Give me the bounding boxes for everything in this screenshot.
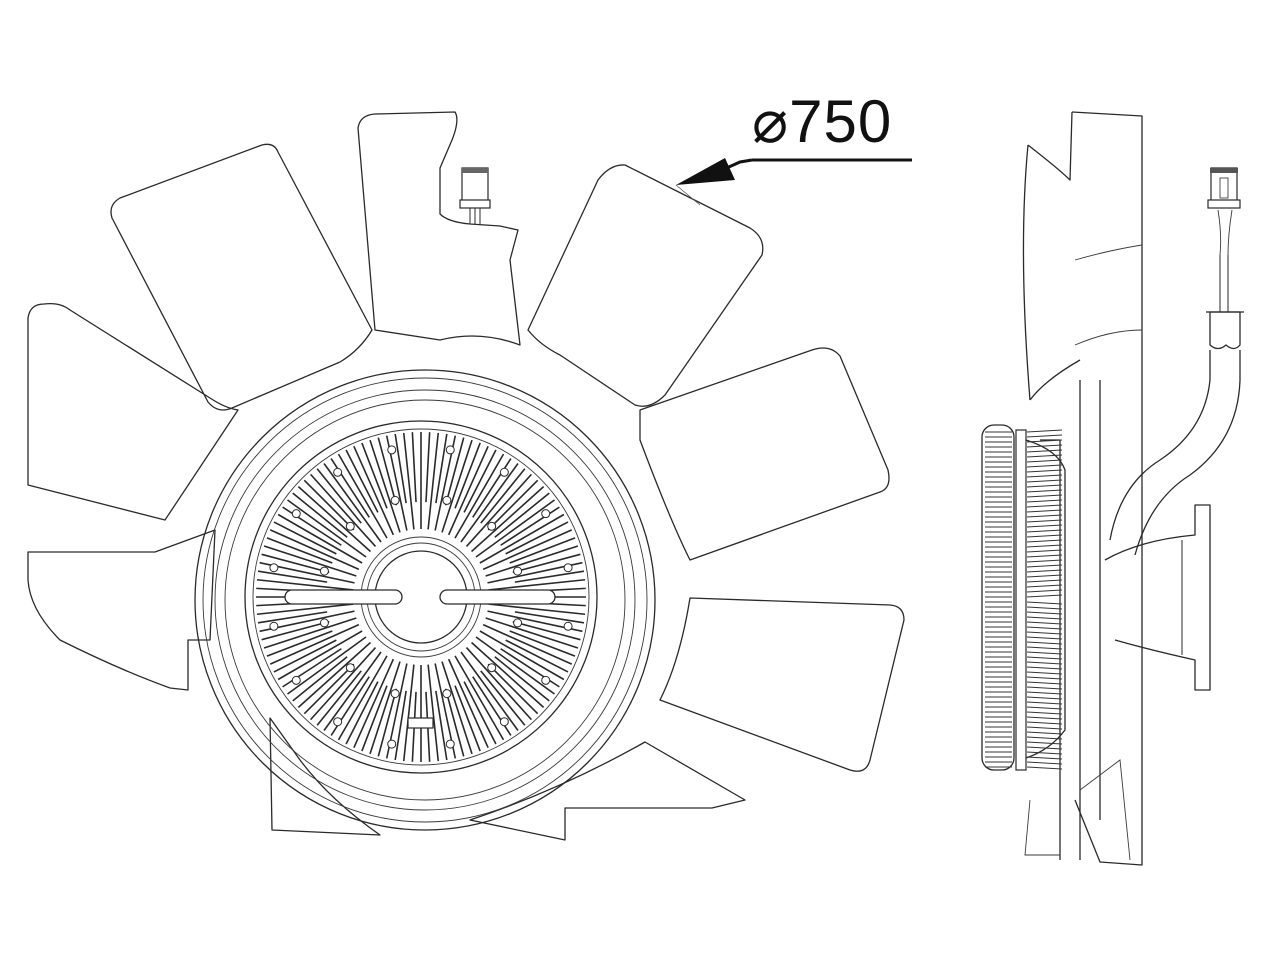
blade — [659, 597, 905, 772]
slot-left — [284, 589, 403, 605]
front-view — [27, 111, 912, 841]
diameter-dimension-label: ⌀750 — [752, 88, 893, 155]
blade — [27, 302, 239, 521]
hub — [194, 369, 656, 831]
dimension-leader — [675, 158, 912, 206]
blade — [357, 111, 521, 346]
mounting-flange — [1104, 504, 1211, 691]
side-view — [981, 111, 1244, 866]
connector-icon — [459, 167, 491, 224]
clutch-drum — [981, 424, 1066, 771]
slot-right — [439, 589, 556, 605]
fan-blades — [27, 111, 905, 841]
fin-pattern — [256, 432, 586, 762]
blade — [110, 143, 373, 411]
blade — [639, 347, 890, 561]
blade-profile — [1071, 111, 1143, 866]
tab-bottom — [407, 717, 434, 729]
blade — [527, 164, 764, 407]
cable — [1109, 209, 1244, 556]
blade — [269, 717, 381, 836]
connector-icon — [1207, 167, 1241, 209]
blade — [469, 741, 746, 841]
shroud-ring-outer — [194, 369, 656, 831]
blade — [27, 529, 216, 691]
clutch-outer-ring — [244, 420, 598, 774]
